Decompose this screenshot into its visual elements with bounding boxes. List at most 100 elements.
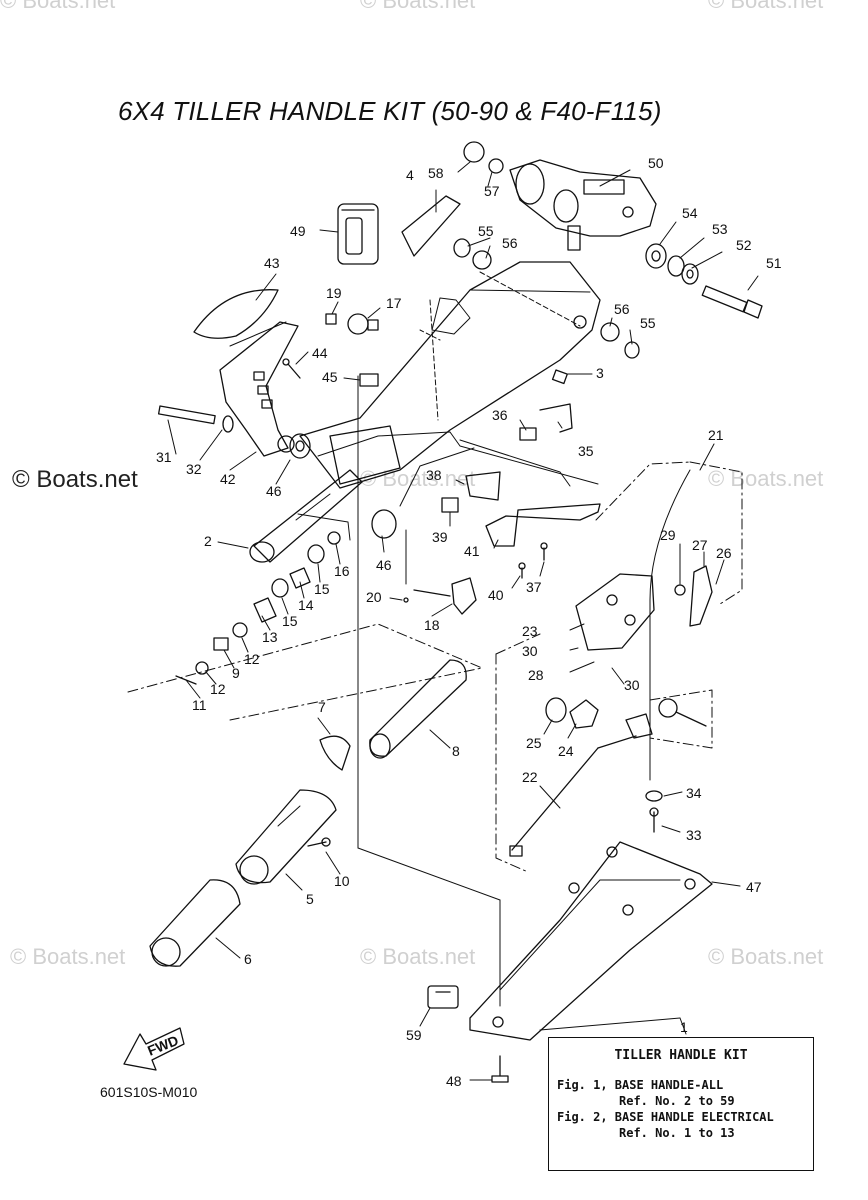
callout-31: 31 xyxy=(156,449,172,465)
legend-line-4: Ref. No. 1 to 13 xyxy=(619,1126,735,1140)
callout-58: 58 xyxy=(428,165,444,181)
callout-38: 38 xyxy=(426,467,442,483)
callout-21: 21 xyxy=(708,427,724,443)
screws-37-40 xyxy=(518,542,548,579)
callout-47: 47 xyxy=(746,879,762,895)
callout-15a: 15 xyxy=(314,581,330,597)
callout-labels: 1 2 3 4 5 6 7 8 9 10 11 12 12 13 14 15 1… xyxy=(156,155,782,1089)
callout-2: 2 xyxy=(204,533,212,549)
grip-hardware-9-16 xyxy=(175,531,341,685)
callout-6: 6 xyxy=(244,951,252,967)
callout-53: 53 xyxy=(712,221,728,237)
cover-43 xyxy=(193,289,279,339)
screw-44 xyxy=(282,358,301,379)
block-36 xyxy=(519,427,537,441)
diagram-code: 601S10S-M010 xyxy=(100,1084,198,1100)
grip-8 xyxy=(369,659,467,759)
nut-29 xyxy=(674,584,686,596)
callout-51: 51 xyxy=(766,255,782,271)
callout-54: 54 xyxy=(682,205,698,221)
callout-59: 59 xyxy=(406,1027,422,1043)
callout-45: 45 xyxy=(322,369,338,385)
plate-45 xyxy=(359,373,379,387)
callout-26: 26 xyxy=(716,545,732,561)
bracket-41 xyxy=(485,503,601,547)
watermark-low-right: © Boats.net xyxy=(708,944,824,969)
watermark-low-left: © Boats.net xyxy=(10,944,126,969)
callout-23: 23 xyxy=(522,623,538,639)
callout-leaders xyxy=(167,161,759,1081)
watermark-mid-right: © Boats.net xyxy=(708,466,824,491)
callout-15b: 15 xyxy=(282,613,298,629)
callout-42: 42 xyxy=(220,471,236,487)
gear-assembly-fig2 xyxy=(625,698,707,739)
callout-19: 19 xyxy=(326,285,342,301)
callout-25: 25 xyxy=(526,735,542,751)
callout-16: 16 xyxy=(334,563,350,579)
throttle-shaft-2 xyxy=(249,469,363,563)
grip-6 xyxy=(149,879,241,967)
callout-43: 43 xyxy=(264,255,280,271)
washer-46a xyxy=(289,433,311,459)
legend-line-2: Ref. No. 2 to 59 xyxy=(619,1094,735,1108)
watermark-top-left: © Boats.net xyxy=(0,0,116,13)
cable-21 xyxy=(649,469,691,781)
pivot-bracket-50 xyxy=(509,159,657,251)
callout-35: 35 xyxy=(578,443,594,459)
parts-24-25 xyxy=(545,697,599,729)
callout-46a: 46 xyxy=(266,483,282,499)
callout-41: 41 xyxy=(464,543,480,559)
diagram-title: 6X4 TILLER HANDLE KIT (50-90 & F40-F115) xyxy=(118,96,662,126)
callout-56b: 56 xyxy=(614,301,630,317)
callout-11: 11 xyxy=(192,697,207,713)
callout-50: 50 xyxy=(648,155,664,171)
grip-insert-7 xyxy=(319,735,351,771)
friction-knob-18 xyxy=(403,577,477,615)
bolt-31 xyxy=(157,405,216,425)
washer-34 xyxy=(645,790,663,802)
callout-34: 34 xyxy=(686,785,702,801)
callout-18: 18 xyxy=(424,617,440,633)
callout-20: 20 xyxy=(366,589,382,605)
legend-line-1: Fig. 1, BASE HANDLE-ALL xyxy=(557,1078,724,1092)
washer-46b xyxy=(371,509,397,539)
fwd-arrow: FWD xyxy=(123,1027,185,1071)
washer-32 xyxy=(222,415,234,433)
callout-7: 7 xyxy=(318,699,326,715)
callout-9: 9 xyxy=(232,665,240,681)
screw-33 xyxy=(649,807,659,833)
callout-36: 36 xyxy=(492,407,508,423)
tiller-arm-body xyxy=(299,261,601,489)
bracket-35 xyxy=(539,403,573,433)
callout-29: 29 xyxy=(660,527,676,543)
lever-27 xyxy=(689,565,713,627)
callout-39: 39 xyxy=(432,529,448,545)
callout-30a: 30 xyxy=(522,643,538,659)
callout-24: 24 xyxy=(558,743,574,759)
callout-10: 10 xyxy=(334,873,350,889)
legend-box: TILLER HANDLE KIT Fig. 1, BASE HANDLE-AL… xyxy=(548,1037,814,1171)
callout-37: 37 xyxy=(526,579,542,595)
callout-28: 28 xyxy=(528,667,544,683)
tiller-bracket-lines xyxy=(297,375,599,1007)
watermark-top-center: © Boats.net xyxy=(360,0,476,13)
callout-22: 22 xyxy=(522,769,538,785)
handle-42 xyxy=(219,321,299,457)
callout-48: 48 xyxy=(446,1073,462,1089)
clamp-17 xyxy=(347,313,379,335)
callout-52: 52 xyxy=(736,237,752,253)
callout-13: 13 xyxy=(262,629,278,645)
label-plate-4 xyxy=(401,195,461,257)
boot-49 xyxy=(337,203,379,265)
callout-55a: 55 xyxy=(478,223,494,239)
block-39 xyxy=(441,497,459,513)
bracket-38 xyxy=(465,471,501,501)
switch-assembly-23 xyxy=(575,573,655,651)
base-plate-47 xyxy=(469,841,713,1041)
bushing-3 xyxy=(551,369,568,385)
callout-17: 17 xyxy=(386,295,402,311)
callout-5: 5 xyxy=(306,891,314,907)
callout-27: 27 xyxy=(692,537,708,553)
callout-40: 40 xyxy=(488,587,504,603)
